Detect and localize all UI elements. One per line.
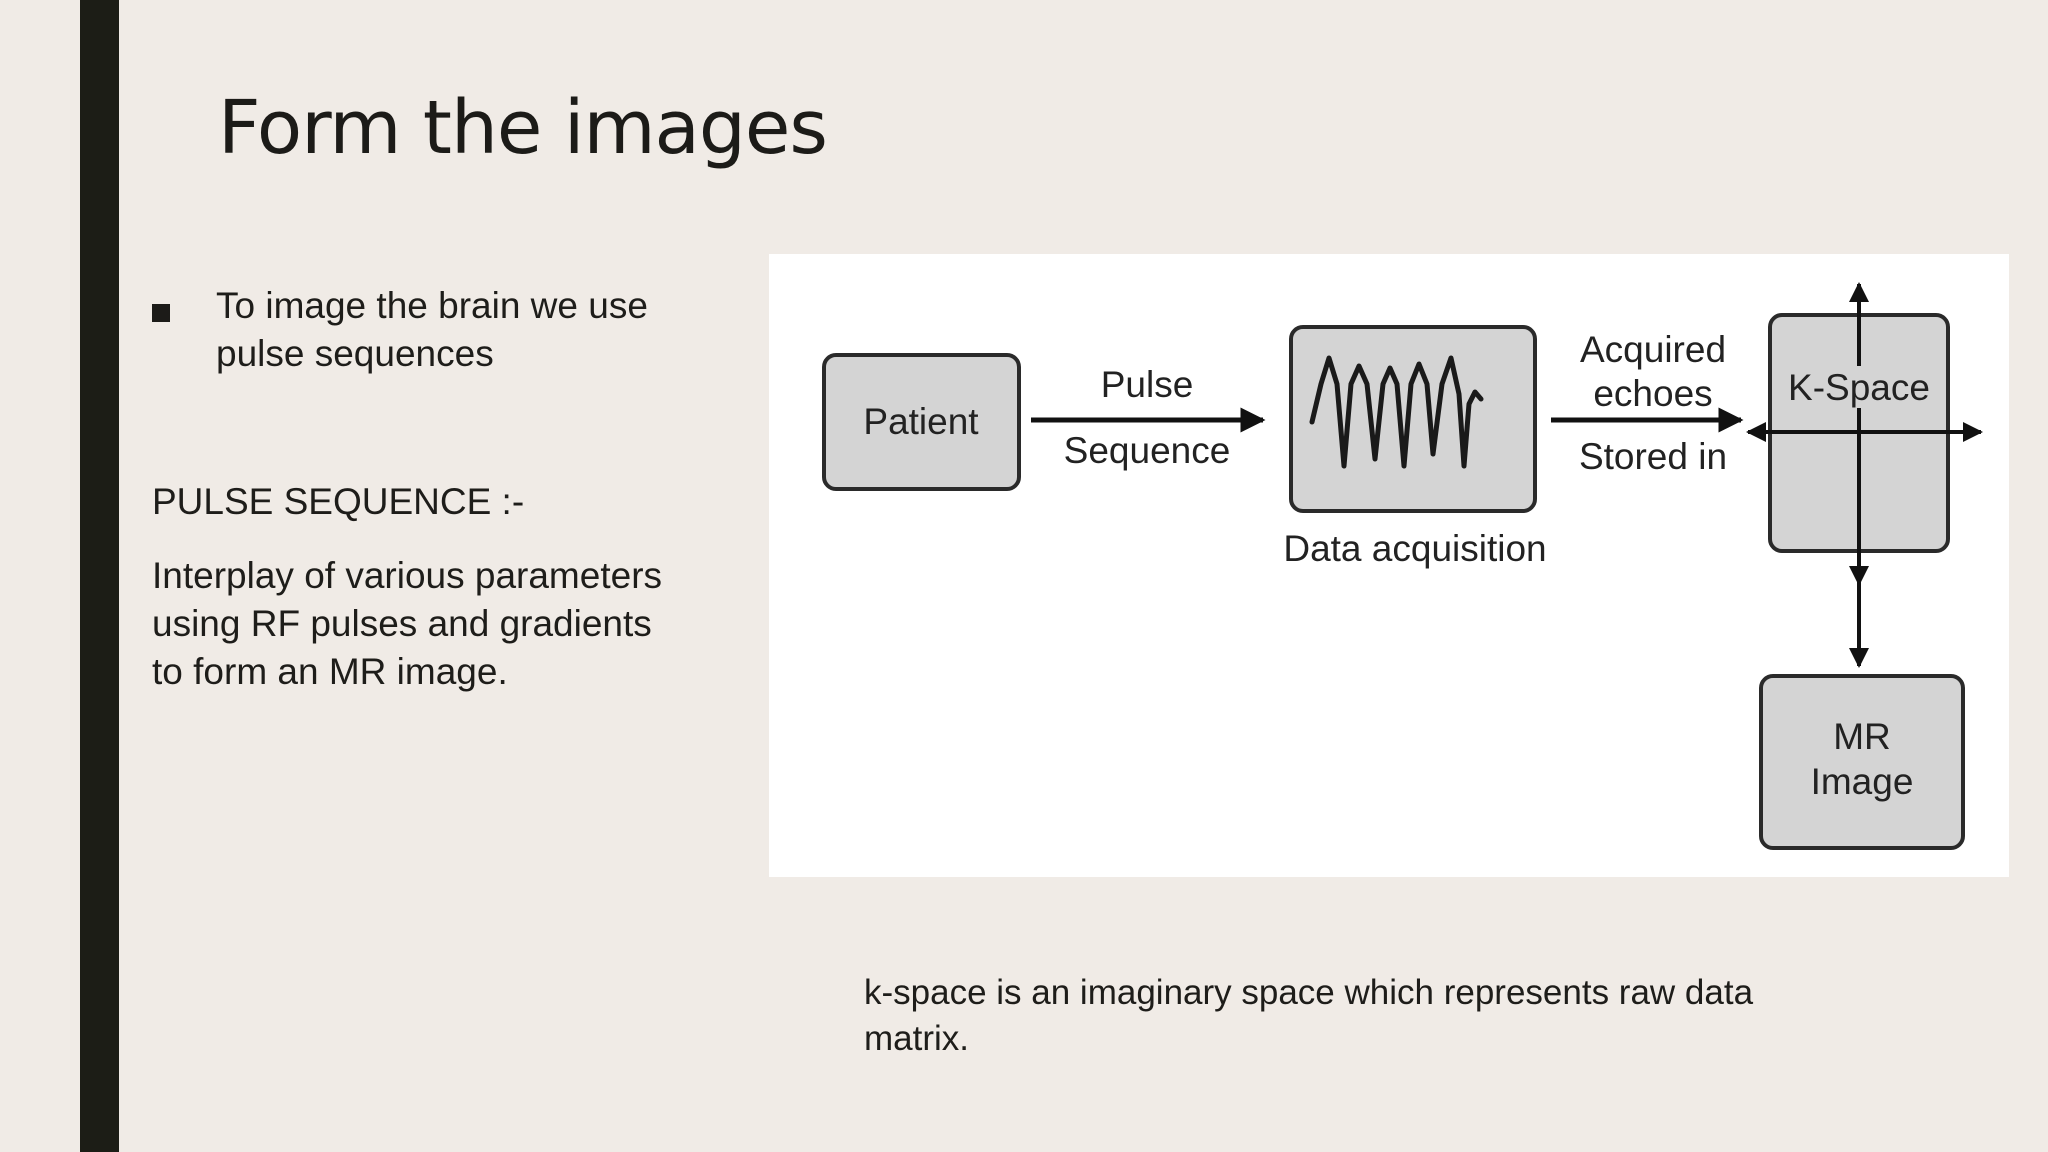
image-label: Image: [1811, 761, 1914, 802]
bullet-item: To image the brain we use pulse sequence…: [152, 282, 712, 378]
data-acquisition-box: [1289, 325, 1537, 513]
bullet-text: To image the brain we use pulse sequence…: [216, 285, 648, 374]
accent-bar: [80, 0, 119, 1152]
pulse-sequence-heading: PULSE SEQUENCE :-: [152, 481, 525, 522]
patient-label: Patient: [863, 401, 979, 442]
mr-label: MR: [1833, 716, 1891, 757]
data-acquisition-label: Data acquisition: [1283, 528, 1546, 569]
k-space-label: K-Space: [1788, 367, 1930, 408]
slide-title: Form the images: [218, 85, 828, 171]
k-space-label-backdrop: [1778, 366, 1940, 408]
mri-flow-diagram: Patient Pulse Sequence Data acquisition …: [822, 282, 1983, 850]
echoes-label: echoes: [1593, 373, 1712, 414]
mr-image-box: [1759, 674, 1965, 850]
k-space-caption: k-space is an imaginary space which repr…: [864, 973, 1754, 1058]
stored-in-label: Stored in: [1579, 436, 1727, 477]
signal-waveform-icon: [1309, 355, 1484, 469]
pulse-label: Pulse: [1101, 364, 1194, 405]
pulse-sequence-definition: Interplay of various parameters using RF…: [152, 555, 663, 692]
patient-box: [822, 353, 1021, 491]
square-bullet-icon: [152, 304, 170, 322]
diagram-panel: Patient Pulse Sequence Data acquisition …: [769, 254, 2009, 877]
sequence-label: Sequence: [1064, 430, 1231, 471]
acquired-label: Acquired: [1580, 329, 1726, 370]
